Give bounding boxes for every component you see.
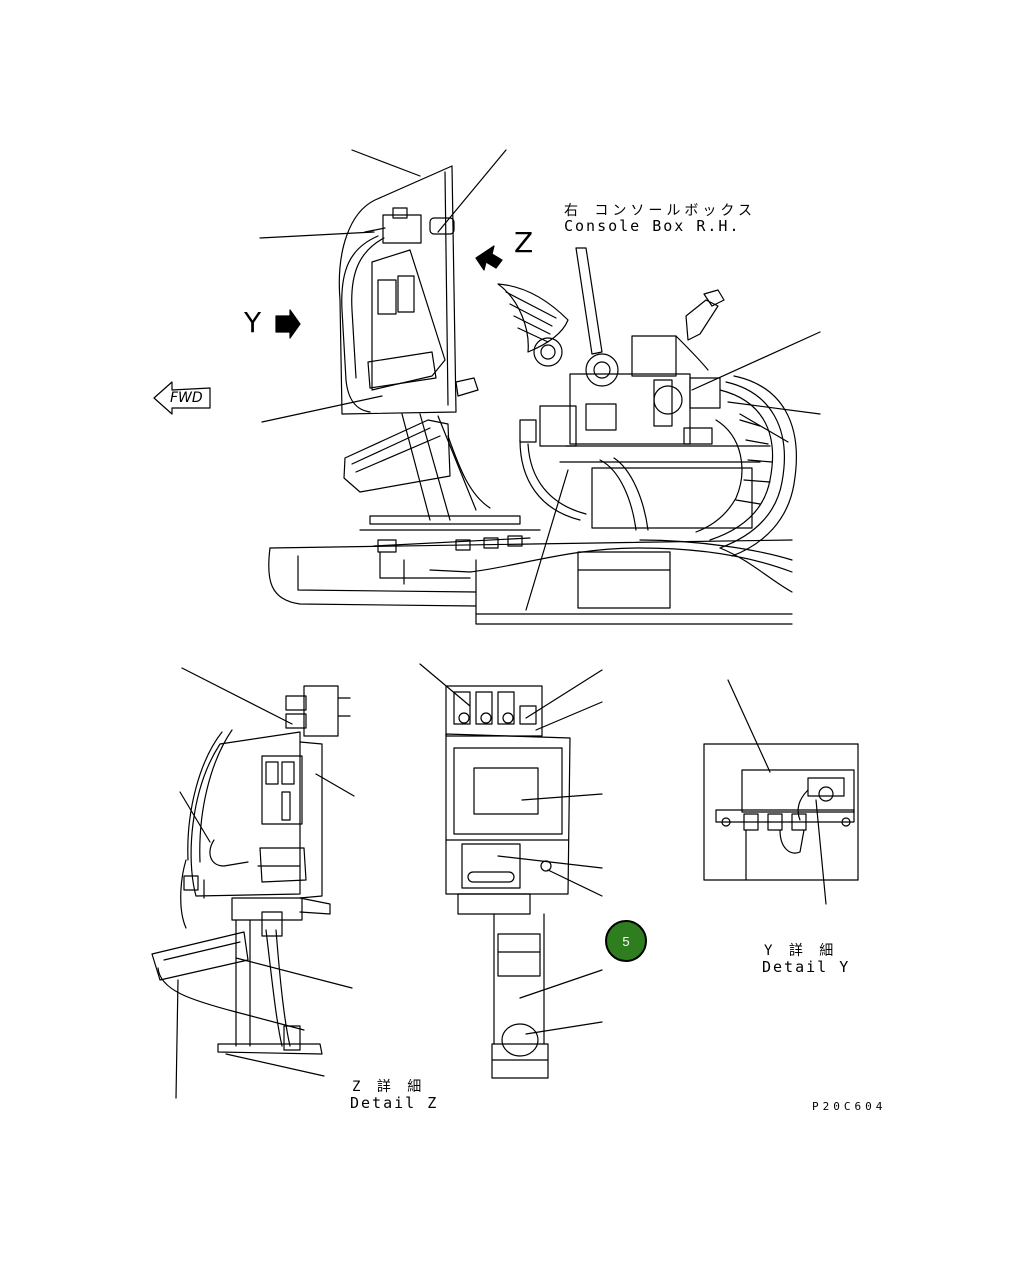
detail-z-label-jp: Z 詳 細 (352, 1079, 426, 1095)
green-circle-marker-icon[interactable]: 5 (605, 920, 647, 962)
fwd-arrow-icon (154, 382, 210, 414)
badge-number: 5 (622, 933, 630, 949)
detail-y-view (704, 680, 858, 904)
view-y-letter: Y (244, 306, 262, 339)
detail-z-label-en: Detail Z (350, 1094, 439, 1112)
console-box-label-jp: 右 コンソールボックス (564, 203, 757, 219)
drawing-id: P20C604 (812, 1100, 887, 1113)
detail-y-label-en: Detail Y (762, 958, 851, 976)
main-view (260, 150, 820, 624)
fwd-label: FWD (170, 390, 203, 406)
detail-y-label-jp: Y 詳 細 (764, 943, 838, 959)
console-box-label-en: Console Box R.H. (564, 217, 741, 235)
detail-z-front-view (420, 664, 602, 1078)
view-arrow-y-icon (276, 310, 300, 338)
view-arrow-z-icon (476, 246, 502, 270)
view-z-letter: Z (514, 226, 534, 259)
detail-z-side-view (152, 668, 354, 1098)
